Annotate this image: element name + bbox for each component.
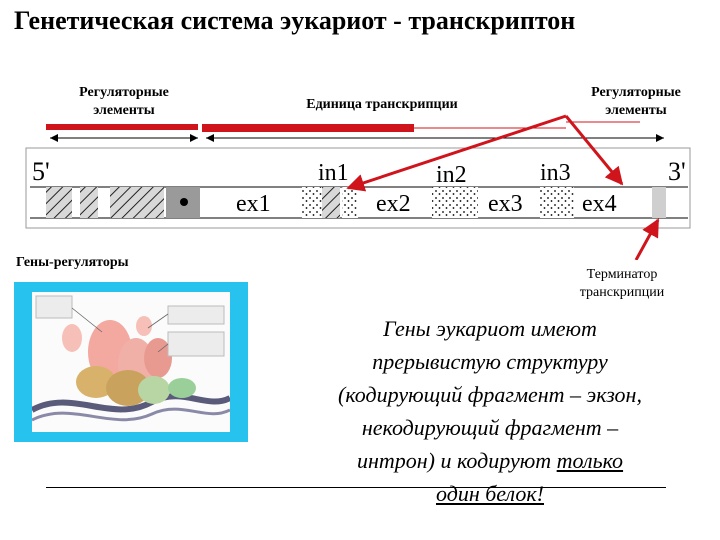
intron-block-in1-b	[322, 187, 340, 218]
exon-label-ex4: ex4	[582, 191, 617, 217]
summary-line-4: некодирующий фрагмент –	[361, 415, 619, 440]
regulatory-segment-3	[110, 187, 164, 218]
summary-line-3: (кодирующий фрагмент – экзон,	[338, 382, 642, 407]
regulator-illustration-frame	[14, 282, 248, 442]
span-arrowhead-right-start	[206, 134, 214, 142]
summary-line-5: интрон) и кодируют только	[280, 444, 700, 477]
summary-emphasis-only: только	[556, 448, 624, 473]
exon-label-ex3: ex3	[488, 191, 523, 217]
three-prime-end: 3'	[668, 157, 686, 186]
underline-rule	[46, 487, 666, 488]
intron-label-in1: in1	[318, 160, 349, 186]
regulatory-segment-1	[46, 187, 72, 218]
span-arrowhead-right-end	[656, 134, 664, 142]
regulatory-elements-right-label: Регуляторные элементы	[591, 85, 681, 118]
intron-block-in3	[540, 187, 574, 218]
span-arrowhead-left-end	[190, 134, 198, 142]
page-title: Генетическая система эукариот - транскри…	[14, 6, 576, 35]
summary-line-2: прерывистую структуру	[372, 349, 608, 374]
regulatory-segment-2	[80, 187, 98, 218]
summary-line-1: Гены эукариот имеют	[383, 316, 597, 341]
exon-label-ex1: ex1	[236, 191, 271, 217]
intron-block-in2	[432, 187, 478, 218]
pointer-arrow-regulatory-right	[564, 115, 624, 186]
span-arrowhead-left-start	[50, 134, 58, 142]
regulatory-bar-left	[46, 124, 198, 130]
transcription-unit-label: Единица транскрипции	[306, 97, 458, 112]
terminator-label: Терминатор транскрипции	[579, 267, 665, 300]
gene-map-diagram: 5' 3' ex1 ex2 ex3 ex4 in1 in2 in3	[25, 114, 691, 260]
regulatory-elements-left-label: Регуляторные элементы	[79, 85, 169, 118]
exon-label-ex2: ex2	[376, 191, 411, 217]
intron-label-in2: in2	[436, 162, 467, 188]
summary-paragraph: Гены эукариот имеют прерывистую структур…	[280, 312, 700, 510]
pointer-arrow-terminator	[634, 218, 660, 260]
five-prime-end: 5'	[32, 157, 50, 186]
protein-complex-drawing	[32, 295, 230, 422]
summary-line-5-text: интрон) и кодируют	[356, 448, 557, 473]
intron-label-in3: in3	[540, 160, 571, 186]
pointer-arrow-to-in1	[346, 114, 567, 192]
regulator-genes-label: Гены-регуляторы	[16, 255, 129, 270]
regulator-illustration	[32, 292, 230, 432]
intron-block-in1-a	[302, 187, 322, 218]
summary-line-6: один белок!	[435, 481, 544, 506]
terminator-segment	[652, 187, 666, 218]
start-site-dot	[180, 198, 188, 206]
intron-block-in1-c	[342, 187, 358, 218]
transcription-unit-bar	[202, 124, 414, 132]
